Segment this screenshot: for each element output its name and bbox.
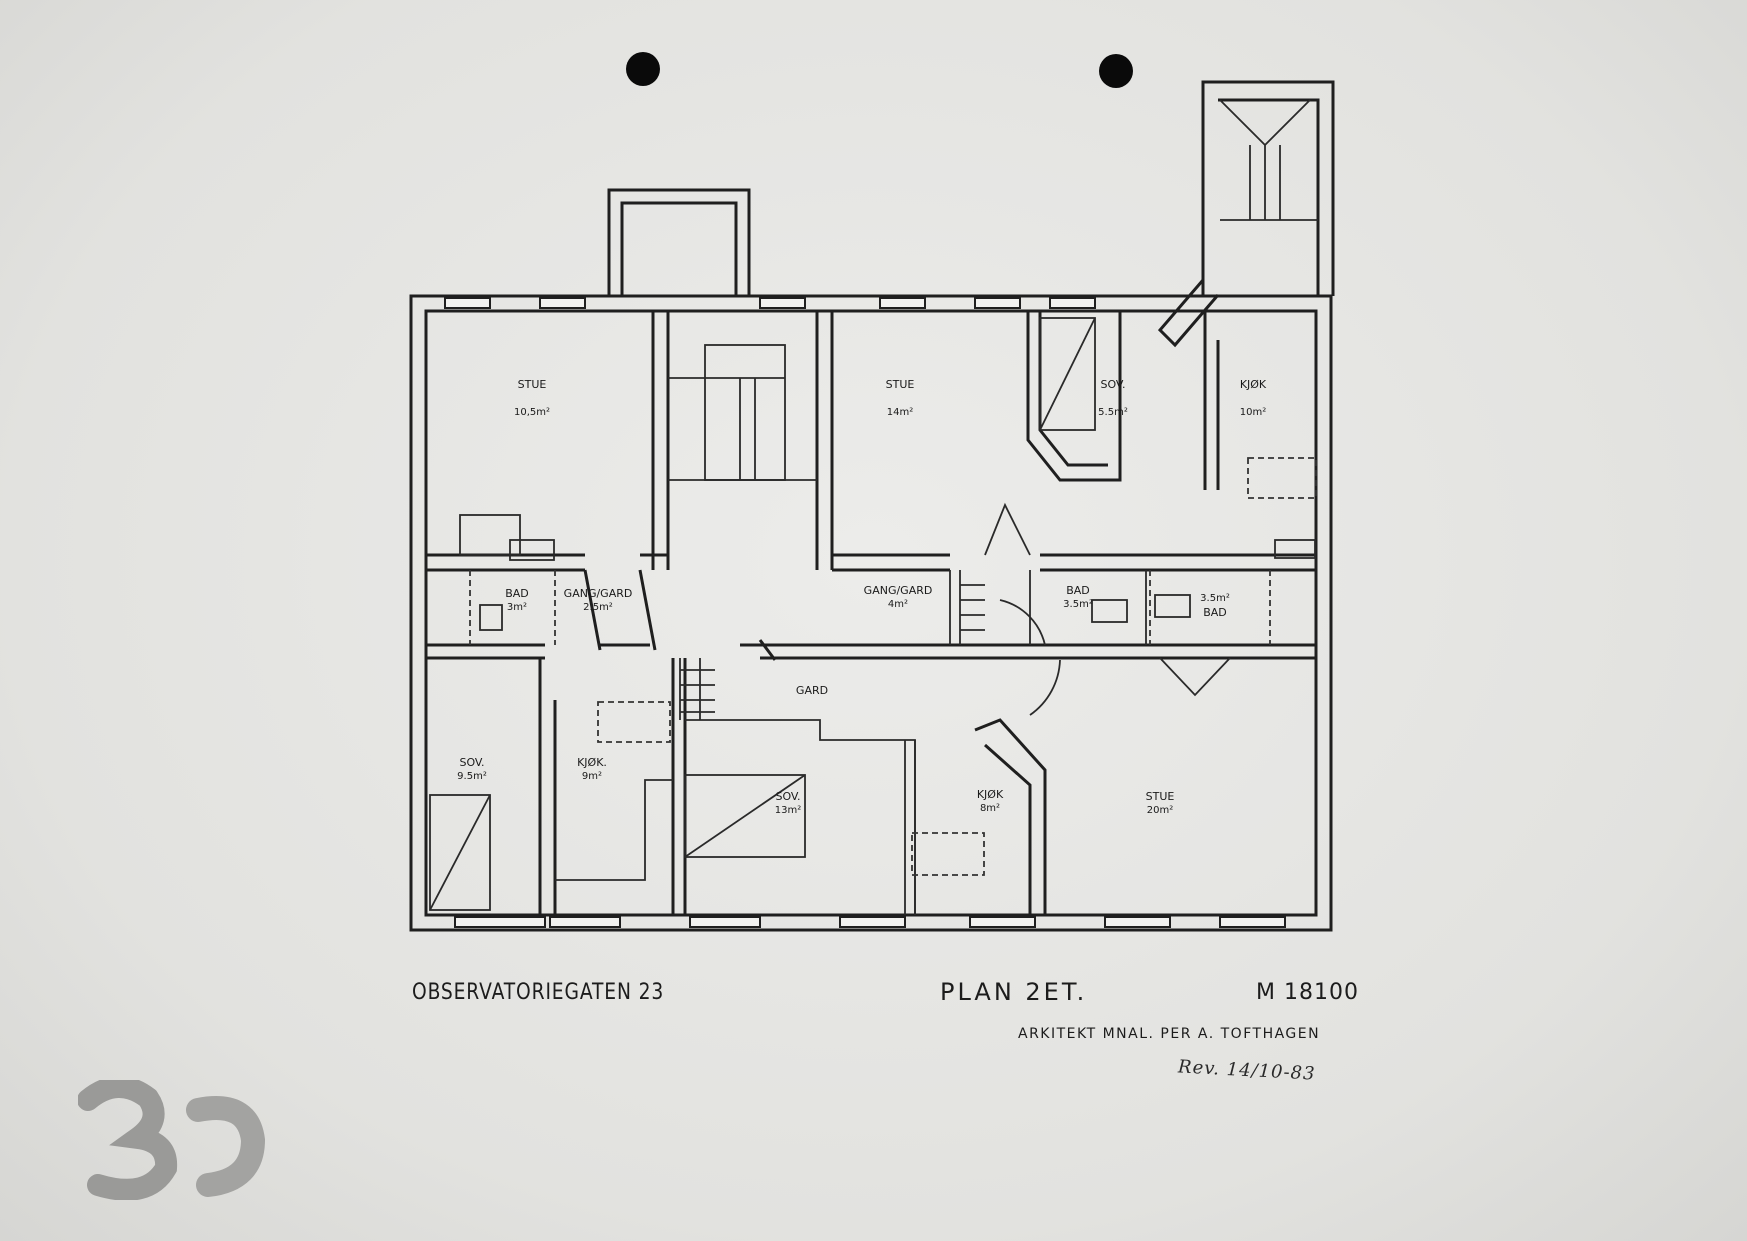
stair-tower	[1201, 80, 1335, 296]
corridor-stair	[949, 570, 985, 645]
stair-connector	[1157, 279, 1220, 348]
room-gang-2: GANG/GARD 4m²	[863, 584, 933, 610]
chimney	[1274, 539, 1316, 559]
sink	[1154, 594, 1191, 618]
room-kjok-2: KJØK. 9m²	[577, 756, 607, 782]
architect-credit: ARKITEKT MNAL. PER A. TOFTHAGEN	[1018, 1026, 1321, 1042]
bay-peak	[1159, 657, 1231, 697]
door-swing	[1029, 659, 1061, 716]
window	[839, 916, 906, 928]
window	[969, 916, 1036, 928]
sink	[1091, 599, 1128, 623]
window	[539, 297, 586, 309]
room-bad-1: BAD 3m²	[505, 587, 529, 613]
sov-wall	[1026, 311, 1122, 482]
partition	[538, 658, 557, 915]
window	[759, 297, 806, 309]
room-gard: GARD	[795, 684, 829, 697]
window	[454, 916, 546, 928]
room-bad-3: 3.5m² BAD	[1200, 593, 1230, 619]
sov-3-wall-2	[904, 740, 916, 915]
outer-wall	[409, 294, 1333, 932]
room-stue-1: STUE 10,5m²	[513, 378, 551, 418]
plan-title: PLAN 2ET.	[940, 978, 1088, 1006]
punch-hole-left	[626, 52, 660, 86]
sheet-number-stamp	[78, 1080, 266, 1200]
center-stair-treads	[668, 377, 817, 481]
window	[974, 297, 1021, 309]
door-swing	[999, 599, 1046, 646]
center-stair	[704, 344, 786, 481]
room-sov-1: SOV. 5.5m²	[1098, 378, 1128, 418]
stair-tower-steps	[1219, 99, 1318, 221]
window	[1049, 297, 1096, 309]
window	[1219, 916, 1286, 928]
window	[444, 297, 491, 309]
room-kjok-1: KJØK 10m²	[1239, 378, 1267, 418]
fixture	[1247, 457, 1317, 499]
bay-left-inner	[620, 201, 738, 296]
bed	[429, 794, 491, 911]
bed	[1039, 317, 1096, 431]
window	[879, 297, 926, 309]
stair-tower-inner	[1218, 98, 1320, 296]
kjok-2-counter	[555, 779, 673, 881]
bay-left	[607, 188, 751, 296]
sink	[479, 604, 503, 631]
bed-diagonal	[1039, 317, 1096, 431]
bed-diagonal	[684, 774, 806, 858]
bed	[684, 774, 806, 858]
fixture	[459, 514, 521, 556]
kjok-wall	[1203, 311, 1220, 490]
inner-wall-line	[424, 309, 1318, 917]
window	[1104, 916, 1171, 928]
room-kjok-3: KJØK 8m²	[976, 788, 1004, 814]
chimney-peak	[984, 502, 1031, 556]
room-sov-3: SOV. 13m²	[774, 790, 802, 816]
street-address: OBSERVATORIEGATEN 23	[412, 980, 665, 1005]
room-gang-1: GANG/GARD 2.5m²	[563, 587, 633, 613]
kjok-3-wall	[974, 718, 1047, 915]
drawing-scale: M 18100	[1256, 980, 1359, 1005]
room-stue-2: STUE 14m²	[885, 378, 915, 418]
room-stue-3: STUE 20m²	[1145, 790, 1175, 816]
fixture	[597, 701, 671, 743]
punch-hole-right	[1099, 54, 1133, 88]
fixture	[911, 832, 985, 876]
lower-stair	[679, 658, 715, 720]
bath-partitions	[959, 570, 1147, 645]
stair-tower-treads	[1249, 145, 1281, 220]
door-jamb	[583, 569, 777, 661]
window	[689, 916, 761, 928]
bed-diagonal	[429, 794, 491, 911]
partition	[671, 658, 687, 915]
window	[549, 916, 621, 928]
room-bad-2: BAD 3.5m²	[1063, 584, 1093, 610]
room-sov-2: SOV. 9.5m²	[457, 756, 487, 782]
chimney	[509, 539, 555, 561]
